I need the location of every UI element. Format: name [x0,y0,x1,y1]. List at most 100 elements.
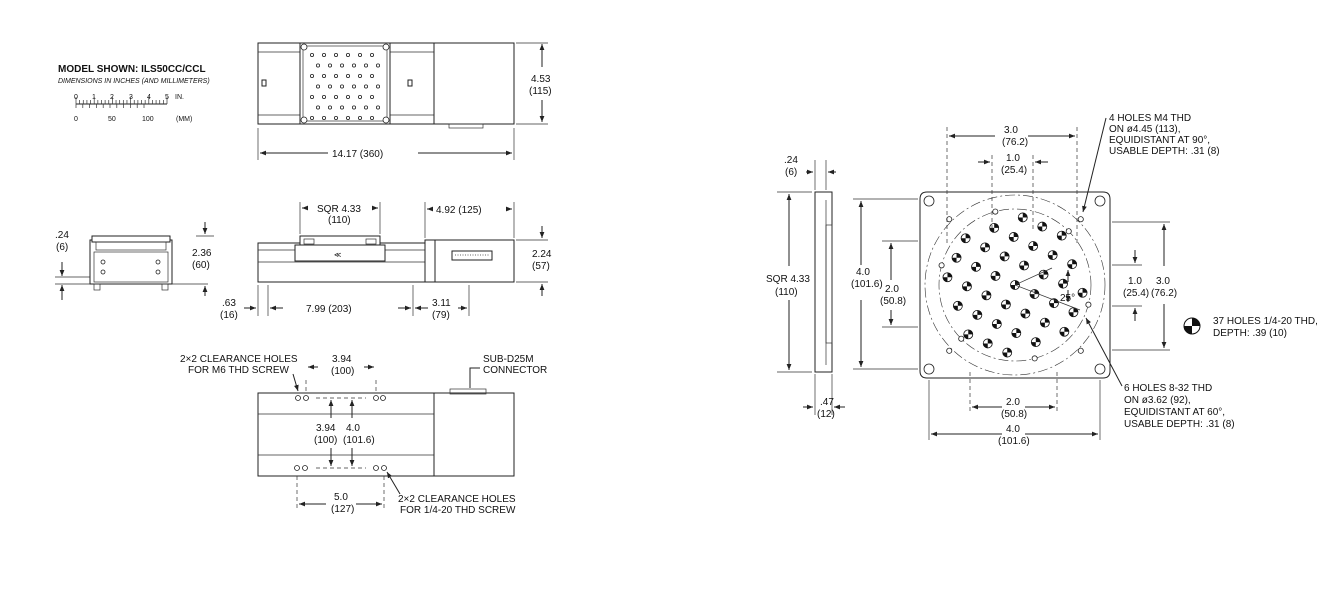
carriage-hole [321,95,326,100]
carriage-hole [357,116,362,121]
scale-mm-100: 100 [142,116,154,123]
side-view-right-height-mm: (57) [532,261,550,272]
top-view-height-mm: (115) [529,86,552,97]
tapped-hole [962,281,972,292]
tapped-hole [1058,278,1068,289]
carriage-hole [375,63,380,68]
holes-832-line1: 6 HOLES 8-32 THD [1124,383,1212,394]
bottom-view-v2-in: 4.0 [346,423,360,434]
carriage-hole [363,84,368,89]
m4-holes-line4: USABLE DEPTH: .31 (8) [1109,146,1220,157]
carriage-hole [357,95,362,100]
hole-832 [938,262,945,269]
m6-holes-label-line2: FOR M6 THD SCREW [188,365,289,376]
tapped-hole [971,261,981,272]
carriage-inner-height-in: 2.0 [885,284,899,295]
carriage-hole [375,84,380,89]
corner-hole-bl [923,363,935,375]
carriage-hole [333,53,338,58]
tapped-hole [1011,328,1022,338]
top-view-motor-housing [433,42,515,125]
connector-label-line2: CONNECTOR [483,365,547,376]
tapped-hole [1068,307,1079,318]
quarter-holes-label-line2: FOR 1/4-20 THD SCREW [400,505,516,516]
carriage-corner-hole [300,43,308,51]
tapped-hole [1020,308,1031,319]
scale-inch-5: 5 [165,94,169,101]
carriage-sqr-mm: (110) [775,287,798,298]
carriage-hole [333,95,338,100]
tapped-hole [982,338,993,349]
carriage-hole [309,74,314,79]
bottom-view-v1-mm: (100) [314,435,337,446]
scale-mm-unit: (MM) [176,116,192,123]
side-view-right-length-in: 3.11 [432,298,451,309]
carriage-hole [309,116,314,121]
m6-spacing-mm: (100) [331,366,354,377]
carriage-sqr-in: SQR 4.33 [766,274,810,285]
svg-text:≪: ≪ [334,252,341,259]
carriage-hole [357,74,362,79]
hole-m4 [1077,216,1084,223]
top-view-carriage-holes [300,43,390,124]
corner-hole-br [1094,363,1106,375]
hole-832 [958,335,965,342]
tapped-hole [1039,317,1050,328]
tapped-hole [1019,260,1029,271]
tapped-hole [980,242,991,253]
side-view-connector [451,250,493,261]
bottom-view-stage-body [257,392,435,477]
scale-mm-50: 50 [108,116,116,123]
hole-832 [1085,301,1092,308]
tapped-hole [990,271,1001,281]
carriage-hole [369,116,374,121]
holes-37-line2: DEPTH: .39 (10) [1213,328,1287,339]
connector-label-line1: SUB-D25M [483,354,534,365]
end-view-top-in: .24 [55,230,69,241]
tapped-hole [952,300,963,311]
carriage-top-thickness-in: .24 [784,155,798,166]
carriage-hole [327,105,332,110]
carriage-bottom-in: .47 [820,397,834,408]
angle-label: 25° [1060,293,1075,304]
quarter-20-clearance-holes [294,465,387,471]
carriage-left-height-mm: (101.6) [851,279,883,290]
scale-bar: 0 1 2 3 4 5 IN. 0 50 100 (MM) [74,94,192,123]
quarter-holes-label-line1: 2×2 CLEARANCE HOLES [398,494,516,505]
carriage-hole [315,84,320,89]
scale-inch-4: 4 [147,94,151,101]
carriage-bottom-inner-mm: (50.8) [1001,409,1027,420]
carriage-right-outer-in: 3.0 [1156,276,1170,287]
carriage-top-thickness-mm: (6) [785,167,797,178]
bottom-spacing-mm: (127) [331,504,354,515]
carriage-right-outer-mm: (76.2) [1151,288,1177,299]
carriage-hole [339,63,344,68]
bottom-view-v1-in: 3.94 [316,423,336,434]
hole-832 [992,208,999,215]
carriage-hole [357,53,362,58]
carriage-hole [369,53,374,58]
carriage-hole [345,53,350,58]
end-view-top-mm: (6) [56,242,68,253]
carriage-hole [369,74,374,79]
bottom-spacing-in: 5.0 [334,492,348,503]
top-view-carriage [299,42,391,125]
tapped-hole [991,319,1002,329]
bottom-view: 2×2 CLEARANCE HOLES FOR M6 THD SCREW 3.9… [180,354,547,516]
hole-832 [1031,355,1038,362]
bottom-view-motor [433,392,515,477]
tapped-hole [1028,241,1039,251]
carriage-hole [375,105,380,110]
tapped-hole [1002,347,1013,358]
carriage-hole [315,63,320,68]
carriage-hole [321,74,326,79]
side-view-sqr-mm: (110) [328,215,351,226]
carriage-hole [345,95,350,100]
corner-hole-tr [1094,195,1106,207]
tapped-hole [989,222,1000,233]
carriage-hole [345,116,350,121]
tapped-hole [1017,212,1028,223]
tapped-hole [1030,337,1041,348]
carriage-left-height-in: 4.0 [856,267,870,278]
m4-holes-line2: ON ø4.45 (113), [1109,124,1181,135]
